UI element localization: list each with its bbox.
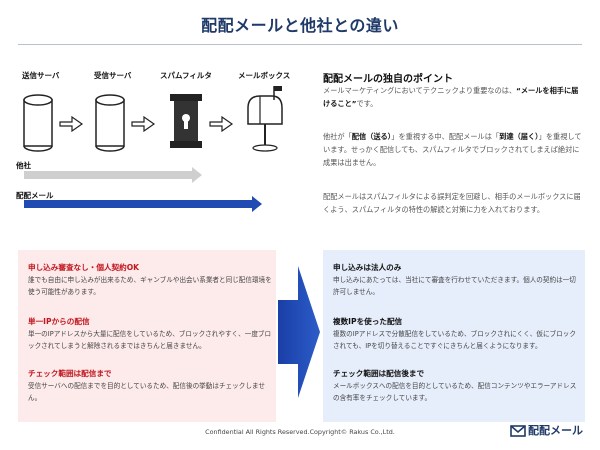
point-p2-text-c: 」を重視する中、配配メールは「 bbox=[391, 132, 500, 141]
label-mailbox: メールボックス bbox=[238, 71, 291, 80]
delivery-diagram: 送信サーバ 受信サーバ スパムフィルタ メールボックス bbox=[10, 64, 310, 224]
point-paragraph-3: 配配メールはスパムフィルタによる誤判定を回避し、相手のメールボックスに届くよう、… bbox=[323, 192, 581, 214]
envelope-logo-icon bbox=[510, 425, 526, 437]
spam-filter-icon bbox=[170, 94, 202, 148]
flow-arrow-icon bbox=[209, 115, 234, 133]
title-divider bbox=[18, 44, 582, 45]
other-company-arrow-icon bbox=[24, 167, 202, 183]
right-heading-1: 申し込みは法人のみ bbox=[333, 263, 402, 272]
left-text-3: 受信サーバへの配信までを目的としているため、配信後の挙動はチェックしません。 bbox=[28, 382, 265, 402]
haihai-mail-logo: 配配メール bbox=[510, 422, 583, 438]
point-p1-end: です。 bbox=[356, 99, 378, 108]
left-heading-2: 単一IPからの配信 bbox=[28, 317, 90, 326]
left-heading-3: チェック範囲は配信まで bbox=[28, 369, 112, 378]
point-p1-emphasis: “メールを相手に届けること” bbox=[323, 86, 579, 108]
flow-arrow-icon bbox=[59, 115, 84, 133]
row-label-other-company: 他社 bbox=[16, 161, 31, 170]
comparison-arrow-icon bbox=[278, 266, 320, 398]
haihai-mail-box: 申し込みは法人のみ 申し込みにあたっては、当社にて審査を行わせていただきます。個… bbox=[323, 250, 585, 422]
flow-arrow-icon bbox=[131, 115, 156, 133]
point-p2-emphasis-arrive: 到達（届く） bbox=[499, 132, 539, 141]
label-sending-server: 送信サーバ bbox=[22, 71, 60, 80]
right-text-1: 申し込みにあたっては、当社にて審査を行わせていただきます。個人の契約は一切許可し… bbox=[333, 276, 576, 296]
left-heading-1: 申し込み審査なし・個人契約OK bbox=[28, 263, 140, 272]
haihai-mail-arrow-icon bbox=[24, 196, 262, 212]
right-text-3: メールボックスへの配信を目的としているため、配信コンテンツやエラーアドレスの含有… bbox=[333, 382, 577, 402]
point-paragraph-2: 他社が「配信（送る）」を重視する中、配配メールは「到達（届く）」を重視しています… bbox=[323, 130, 585, 169]
other-company-box: 申し込み審査なし・個人契約OK 誰でも自由に申し込みが出来るため、ギャンブルや出… bbox=[18, 250, 276, 422]
point-p2-emphasis-send: 配信（送る） bbox=[351, 132, 392, 141]
mailbox-icon bbox=[247, 86, 283, 152]
page-title: 配配メールと他社との違い bbox=[201, 16, 399, 35]
point-p2-text-e: 」を重視しています。せっかく配信しても、スパムフィルタでブロックされてしまえば絶… bbox=[323, 132, 582, 167]
logo-text: 配配メール bbox=[528, 424, 583, 437]
receiving-server-icon bbox=[95, 94, 125, 152]
point-p2-text-a: 他社が「 bbox=[323, 132, 352, 141]
right-heading-3: チェック範囲は配信後まで bbox=[333, 369, 425, 378]
left-text-2: 単一のIPアドレスから大量に配信をしているため、ブロックされやすく、一度ブロック… bbox=[28, 330, 272, 350]
point-p1-text: メールマーケティングにおいてテクニックより重要なのは、 bbox=[323, 86, 517, 95]
point-paragraph-1: メールマーケティングにおいてテクニックより重要なのは、“メールを相手に届けること… bbox=[323, 84, 585, 110]
sending-server-icon bbox=[23, 94, 53, 152]
copyright-footer: Confidential All Rights Reserved.Copyrig… bbox=[205, 428, 395, 436]
point-title: 配配メールの独自のポイント bbox=[323, 74, 453, 85]
row-label-haihai-mail: 配配メール bbox=[16, 191, 54, 200]
label-receiving-server: 受信サーバ bbox=[94, 71, 132, 80]
diagram-graphics bbox=[23, 86, 283, 212]
right-text-2: 複数のIPアドレスで分散配信をしているため、ブロックされにくく、仮にブロックされ… bbox=[333, 330, 576, 350]
label-spam-filter: スパムフィルタ bbox=[160, 71, 212, 80]
left-text-1: 誰でも自由に申し込みが出来るため、ギャンブルや出会い系業者と同じ配信環境を使う可… bbox=[28, 276, 272, 296]
right-heading-2: 複数IPを使った配信 bbox=[333, 317, 403, 326]
